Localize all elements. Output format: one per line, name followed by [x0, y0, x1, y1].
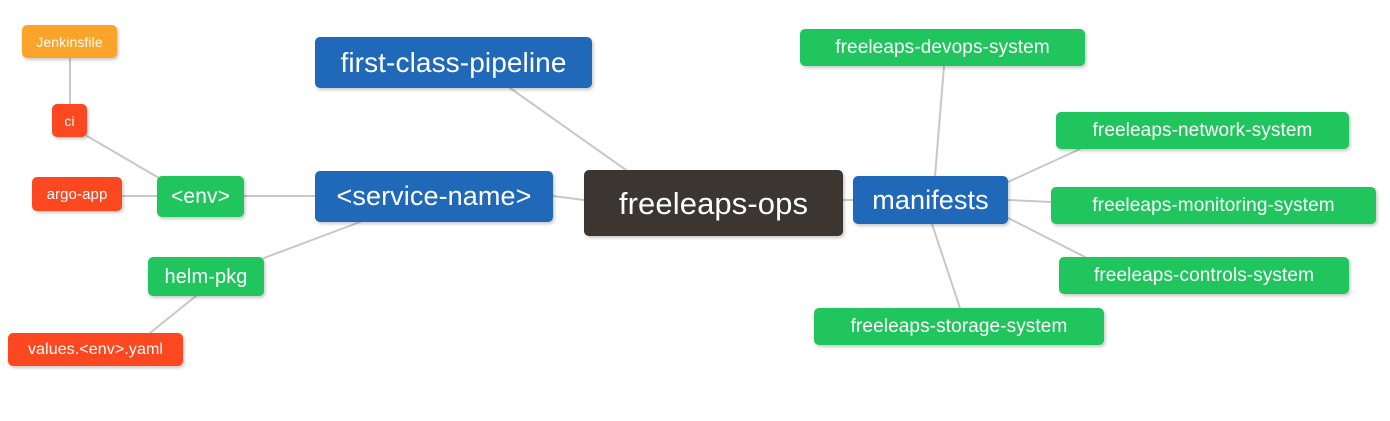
- mindmap-node-env[interactable]: <env>: [157, 176, 244, 217]
- mindmap-edge-service-name-to-freeleaps-ops: [552, 195, 585, 201]
- mindmap-node-freeleaps-monitoring-system[interactable]: freeleaps-monitoring-system: [1051, 187, 1376, 224]
- mindmap-node-label-manifests: manifests: [872, 184, 989, 215]
- mindmap-node-label-env: <env>: [171, 185, 230, 208]
- mindmap-node-ci[interactable]: ci: [52, 104, 87, 137]
- mindmap-node-label-first-class-pipeline: first-class-pipeline: [340, 46, 567, 78]
- mindmap-node-freeleaps-ops[interactable]: freeleaps-ops: [584, 170, 843, 236]
- mindmap-node-freeleaps-network-system[interactable]: freeleaps-network-system: [1056, 112, 1349, 149]
- mindmap-edge-ci-to-env: [86, 135, 160, 179]
- mindmap-node-freeleaps-controls-system[interactable]: freeleaps-controls-system: [1059, 257, 1349, 294]
- mindmap-node-values-yaml[interactable]: values.<env>.yaml: [8, 333, 183, 366]
- mindmap-edge-manifests-to-freeleaps-devops-system: [934, 65, 945, 177]
- mindmap-node-label-jenkinsfile: Jenkinsfile: [36, 33, 103, 50]
- mindmap-node-label-freeleaps-devops-system: freeleaps-devops-system: [835, 37, 1050, 58]
- mindmap-node-label-ci: ci: [64, 112, 75, 129]
- mindmap-node-freeleaps-storage-system[interactable]: freeleaps-storage-system: [814, 308, 1104, 345]
- mindmap-node-first-class-pipeline[interactable]: first-class-pipeline: [315, 37, 592, 88]
- mindmap-node-jenkinsfile[interactable]: Jenkinsfile: [22, 25, 117, 58]
- mindmap-node-label-values-yaml: values.<env>.yaml: [27, 340, 164, 358]
- mindmap-node-freeleaps-devops-system[interactable]: freeleaps-devops-system: [800, 29, 1085, 66]
- mindmap-node-helm-pkg[interactable]: helm-pkg: [148, 257, 264, 296]
- mindmap-node-label-service-name: <service-name>: [336, 181, 532, 211]
- mindmap-edge-values-yaml-to-helm-pkg: [149, 295, 197, 334]
- mindmap-node-argo-app[interactable]: argo-app: [32, 177, 122, 211]
- mindmap-edge-manifests-to-freeleaps-storage-system: [931, 223, 961, 309]
- mindmap-edge-manifests-to-freeleaps-network-system: [1007, 148, 1081, 183]
- mindmap-node-manifests[interactable]: manifests: [853, 176, 1008, 224]
- mindmap-node-label-freeleaps-controls-system: freeleaps-controls-system: [1093, 265, 1315, 286]
- mindmap-node-label-argo-app: argo-app: [46, 185, 108, 203]
- mindmap-node-label-freeleaps-ops: freeleaps-ops: [618, 185, 809, 221]
- mindmap-edge-first-class-pipeline-to-freeleaps-ops: [509, 87, 627, 171]
- mindmap-node-label-helm-pkg: helm-pkg: [164, 265, 248, 288]
- mindmap-edge-manifests-to-freeleaps-monitoring-system: [1007, 199, 1052, 203]
- mindmap-node-label-freeleaps-storage-system: freeleaps-storage-system: [850, 316, 1068, 337]
- mindmap-edge-helm-pkg-to-service-name: [263, 221, 361, 259]
- mindmap-node-label-freeleaps-network-system: freeleaps-network-system: [1092, 120, 1313, 141]
- mindmap-node-service-name[interactable]: <service-name>: [315, 171, 553, 222]
- mindmap-node-label-freeleaps-monitoring-system: freeleaps-monitoring-system: [1092, 195, 1335, 216]
